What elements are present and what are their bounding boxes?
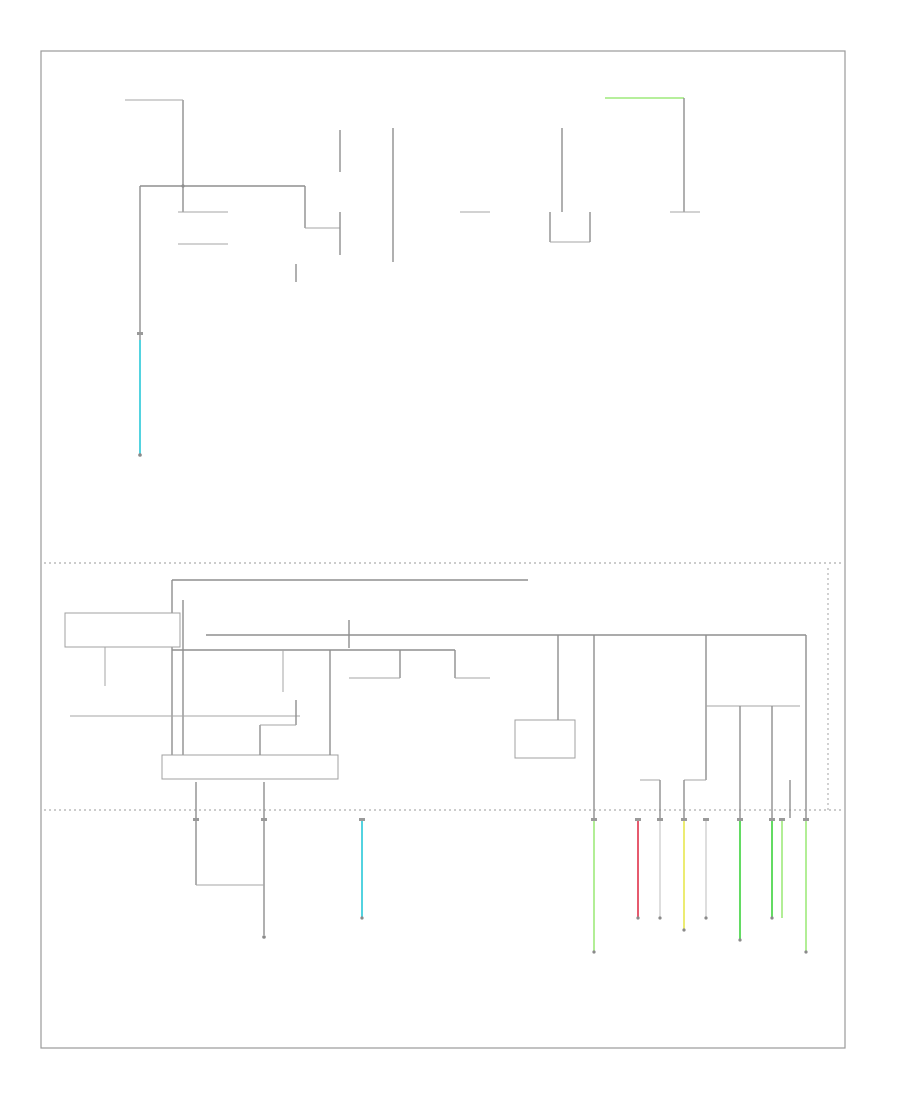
fuse-relay-box [514, 719, 576, 759]
connector-dot [704, 916, 708, 920]
connector-dot [658, 916, 662, 920]
connector-dot [636, 916, 640, 920]
connector-dot [360, 916, 364, 920]
connector-dot [682, 928, 686, 932]
connector-dot [738, 938, 742, 942]
connector-dot [592, 950, 596, 954]
connector-dot [770, 916, 774, 920]
relay-box-lower-left [64, 612, 181, 648]
connector-pins [137, 332, 809, 821]
connector-dot [138, 453, 142, 457]
connector-dot [804, 950, 808, 954]
diagram-frame [40, 50, 846, 1049]
ground-dot [262, 935, 266, 939]
control-unit-box [161, 754, 339, 780]
